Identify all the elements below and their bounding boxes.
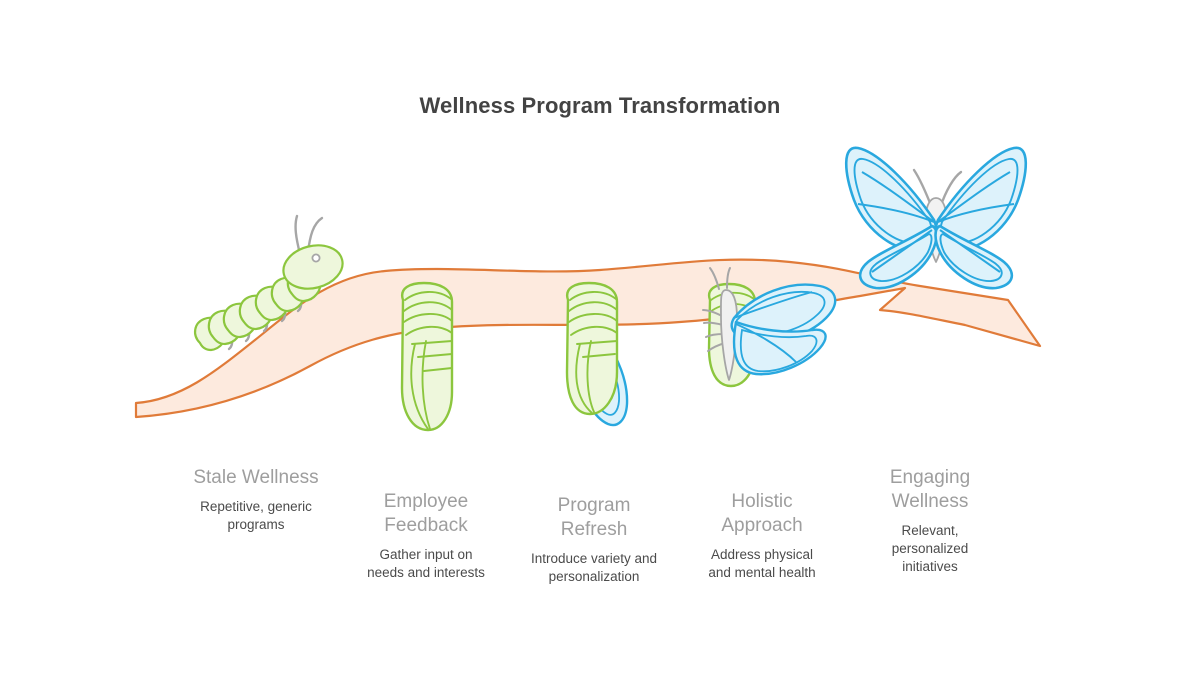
stage-title: Program Refresh	[557, 495, 631, 540]
chrysalis-icon	[400, 281, 454, 432]
stage-description: Introduce variety and personalization	[530, 551, 658, 584]
stage-description: Relevant, personalized initiatives	[891, 523, 969, 574]
butterfly-icon	[844, 146, 1028, 290]
stage-label-holistic-approach: Holistic Approach Address physical and m…	[672, 490, 852, 582]
stage-label-stale-wellness: Stale Wellness Repetitive, generic progr…	[166, 466, 346, 534]
stage-title: Employee Feedback	[383, 491, 469, 536]
stage-label-employee-feedback: Employee Feedback Gather input on needs …	[336, 490, 516, 582]
butterfly-emerging-icon	[702, 267, 837, 388]
stage-label-engaging-wellness: Engaging Wellness Relevant, personalized…	[840, 466, 1020, 576]
page-title: Wellness Program Transformation	[419, 93, 781, 118]
stage-description: Repetitive, generic programs	[200, 499, 312, 532]
chrysalis-emerging-wing-icon	[565, 281, 629, 427]
stage-label-program-refresh: Program Refresh Introduce variety and pe…	[504, 494, 684, 586]
caterpillar-icon	[194, 214, 344, 352]
stage-title: Holistic Approach	[721, 491, 803, 536]
stage-title: Engaging Wellness	[889, 467, 971, 512]
stage-title: Stale Wellness	[193, 467, 319, 488]
stage-description: Address physical and mental health	[708, 547, 816, 580]
stage-description: Gather input on needs and interests	[367, 547, 485, 580]
